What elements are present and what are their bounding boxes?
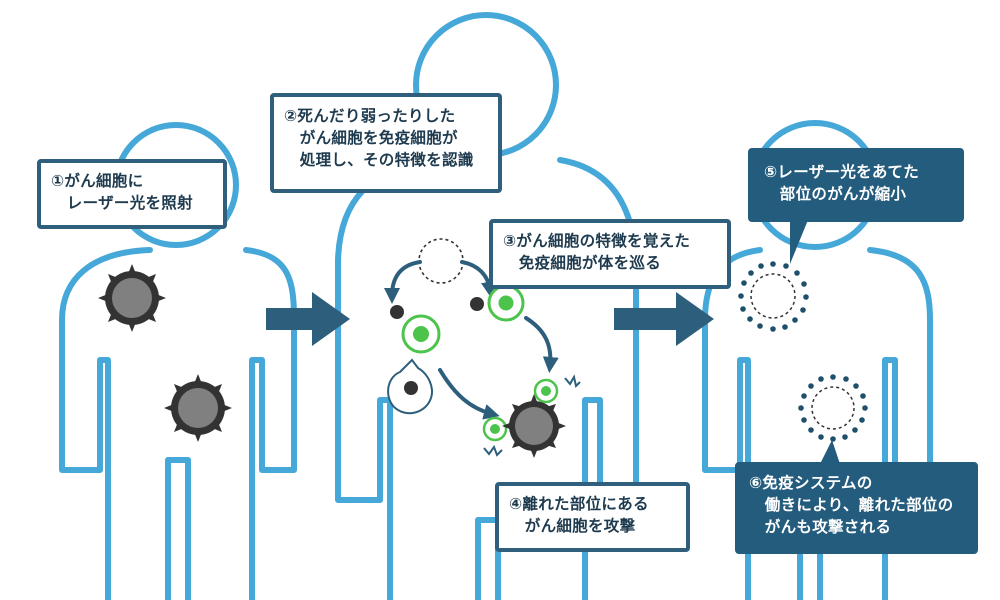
shrunk-tumor-lower	[798, 374, 868, 442]
attack-marks	[483, 374, 581, 457]
callout-step-4-line-1: ④離れた部位にある	[509, 495, 649, 513]
callout-step-6-line-2: 働きにより、離れた部位の	[749, 496, 954, 514]
callout-step-2-line-2: がん細胞を免疫細胞が	[284, 129, 458, 147]
immune-cell-attack-right	[533, 378, 559, 404]
callout-step-5-line-2: 部位のがんが縮小	[764, 185, 907, 203]
callout-5-pointer	[790, 220, 808, 264]
callout-step-6-line-1: ⑥免疫システムの	[749, 474, 873, 492]
callout-step-1-line-2: レーザー光を照射	[51, 194, 193, 212]
person-left-body	[59, 247, 297, 600]
callout-step-6: ⑥免疫システムの 働きにより、離れた部位の がんも攻撃される	[735, 462, 978, 554]
callout-step-6-line-3: がんも攻撃される	[749, 518, 892, 536]
callout-step-4: ④離れた部位にある がん細胞を攻撃	[495, 482, 690, 552]
person-left	[59, 122, 297, 600]
immune-cell-upper-right	[487, 284, 525, 322]
flow-arrow-2	[614, 292, 714, 346]
cancer-cell-left-upper	[98, 264, 166, 332]
target-cancer-cell	[502, 394, 566, 458]
callout-step-4-line-2: がん細胞を攻撃	[509, 517, 636, 535]
flow-arrow-1	[266, 292, 350, 346]
cancer-cell-left-lower	[164, 374, 232, 442]
debris-dot-right	[470, 297, 484, 311]
immune-cell-attack-left	[482, 416, 508, 442]
immune-cell-center	[401, 314, 441, 354]
callout-step-1: ①がん細胞に レーザー光を照射	[37, 159, 227, 229]
callout-6-pointer	[820, 440, 840, 464]
debris-dot-left	[390, 305, 404, 319]
antigen-bubble	[387, 358, 434, 415]
callout-step-2: ②死んだり弱ったりした がん細胞を免疫細胞が 処理し、その特徴を認識	[270, 93, 502, 193]
shrunk-tumor-upper	[738, 261, 809, 332]
callout-step-2-line-3: 処理し、その特徴を認識	[284, 151, 474, 169]
callout-step-2-line-1: ②死んだり弱ったりした	[284, 107, 456, 125]
callout-step-5: ⑤レーザー光をあてた 部位のがんが縮小	[748, 148, 964, 222]
dying-cancer-cell-top	[418, 238, 464, 284]
callout-step-3: ③がん細胞の特徴を覚えた 免疫細胞が体を巡る	[489, 219, 731, 289]
callout-step-1-line-1: ①がん細胞に	[51, 172, 144, 190]
callout-step-3-line-2: 免疫細胞が体を巡る	[503, 254, 662, 272]
callout-step-3-line-1: ③がん細胞の特徴を覚えた	[503, 232, 691, 250]
callout-step-5-line-1: ⑤レーザー光をあてた	[764, 163, 920, 181]
